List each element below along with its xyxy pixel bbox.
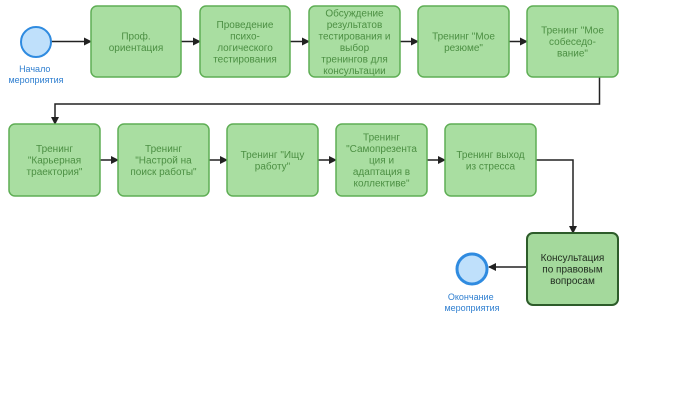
- task-label-line: тестирования и: [319, 31, 391, 42]
- task-label-line: траектория": [27, 167, 83, 178]
- task-label: Проф.ориентация: [109, 30, 164, 54]
- task-label-line: Тренинг: [145, 144, 182, 155]
- task-box: [417, 5, 510, 78]
- task-label-line: "Самопрезента: [346, 144, 417, 155]
- start-event-label-line: мероприятия: [8, 75, 63, 85]
- task-label-line: собеседо-: [549, 36, 596, 48]
- task-label-line: выбор: [340, 42, 370, 54]
- end-event-label-line: Окончание: [448, 292, 494, 302]
- task-label-line: Проведение: [217, 20, 274, 31]
- task-label-line: вание": [557, 49, 588, 60]
- task-label-line: Тренинг "Мое: [541, 26, 604, 37]
- task-label-line: коллективе": [353, 179, 409, 190]
- connector-interview-career: [51, 77, 601, 125]
- task-box: [199, 5, 291, 78]
- task-box: [526, 232, 619, 306]
- task-box: [8, 123, 101, 197]
- task-label-line: из стресса: [466, 161, 516, 172]
- task-label-line: "Карьерная: [28, 156, 81, 167]
- end-event-label-line: мероприятия: [444, 303, 499, 313]
- task-label-line: резюме": [444, 43, 483, 54]
- task-label-line: поиск работы": [130, 166, 197, 178]
- task-label-line: Тренинг "Мое: [432, 31, 495, 42]
- task-box: [526, 5, 619, 78]
- task-label-line: Обсуждение: [325, 7, 384, 19]
- task-box: [226, 123, 319, 197]
- start-event-label: Начало мероприятия: [8, 64, 63, 85]
- task-box: [308, 5, 401, 78]
- start-event-label-line: Начало: [19, 64, 50, 74]
- task-prof: Проф.ориентация: [90, 5, 182, 78]
- task-box: [90, 5, 182, 78]
- task-label-line: адаптация в: [353, 167, 410, 178]
- connector-stress-legal: [536, 159, 577, 234]
- task-label-line: Тренинг "Ищу: [241, 150, 305, 161]
- task-label-line: ориентация: [109, 43, 164, 54]
- task-label-line: Тренинг выход: [456, 150, 524, 161]
- task-label-line: логического: [217, 43, 273, 54]
- task-label-line: Тренинг: [36, 144, 73, 155]
- task-box: [117, 123, 210, 197]
- task-label-line: Консультация: [541, 253, 605, 264]
- task-box: [335, 123, 428, 197]
- task-label-line: работу": [255, 160, 291, 172]
- task-label-line: результатов: [327, 20, 383, 31]
- task-box: [444, 123, 537, 197]
- task-label-line: тренингов для: [321, 54, 388, 65]
- connectors: [51, 37, 601, 271]
- end-event-label: Окончание мероприятия: [444, 292, 499, 313]
- task-label-line: психо-: [230, 31, 260, 42]
- task-label-line: консультации: [323, 66, 386, 77]
- start-event: [20, 26, 52, 58]
- task-label-line: Тренинг: [363, 133, 400, 144]
- task-label-line: вопросам: [550, 276, 595, 287]
- end-event: [455, 252, 489, 286]
- task-label-line: по правовым: [542, 265, 603, 276]
- task-label-line: Проф.: [121, 30, 150, 42]
- task-label-line: тестирования: [213, 54, 277, 65]
- task-label-line: ция и: [369, 156, 394, 167]
- task-label-line: "Настрой на: [135, 156, 192, 167]
